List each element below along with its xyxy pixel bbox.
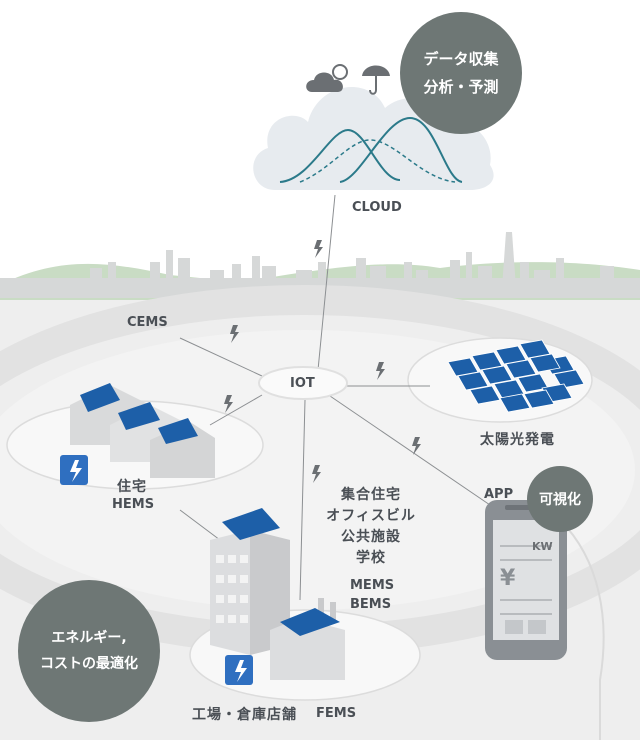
mems-label: MEMS [350, 578, 395, 593]
bubble-line: コストの最適化 [40, 656, 138, 672]
bubble-line: エネルギー, [51, 630, 127, 646]
connection-lines [179, 194, 491, 601]
hems-label: HEMS [112, 497, 155, 512]
forecast-wave-icon [339, 116, 463, 183]
building-type: 公共施設 [341, 529, 401, 545]
building-types-label: 集合住宅 オフィスビル 公共施設 学校 [315, 485, 427, 569]
bems-label: BEMS [350, 597, 392, 612]
building-type: 学校 [356, 550, 386, 566]
building-type: 集合住宅 [341, 487, 401, 503]
phone-yen-label: ¥ [500, 566, 516, 591]
bolt-icon [314, 240, 323, 258]
office-building-illustration [210, 508, 290, 655]
weather-sun-cloud-icon [306, 64, 348, 92]
battery-icon [225, 655, 253, 685]
houses-illustration [70, 383, 215, 478]
factory-label: 工場・倉庫店舗 [192, 707, 297, 723]
bubble-line: 可視化 [539, 492, 581, 508]
data-analysis-bubble: データ収集 分析・予測 [400, 12, 522, 134]
forecast-wave-icon [279, 128, 401, 183]
phone-kw-label: KW [532, 540, 553, 553]
forecast-dashed-wave-icon [299, 139, 456, 183]
building-type: オフィスビル [326, 508, 416, 524]
cloud-label: CLOUD [352, 200, 402, 215]
energy-optimization-bubble: エネルギー, コストの最適化 [18, 580, 160, 722]
iot-hub [258, 366, 348, 400]
housing-label: 住宅 [117, 479, 147, 495]
bubble-line: データ収集 [423, 50, 499, 68]
fems-label: FEMS [316, 706, 357, 721]
app-label: APP [484, 487, 514, 502]
battery-icon [60, 455, 88, 485]
solar-label: 太陽光発電 [480, 432, 555, 448]
cems-label: CEMS [127, 315, 168, 330]
iot-label: IOT [290, 376, 315, 391]
smartphone-illustration [485, 500, 567, 660]
bubble-line: 分析・予測 [423, 78, 499, 96]
hand-outline [559, 519, 605, 740]
factory-illustration [270, 598, 345, 680]
umbrella-icon [362, 65, 390, 95]
visualize-bubble: 可視化 [527, 466, 593, 532]
